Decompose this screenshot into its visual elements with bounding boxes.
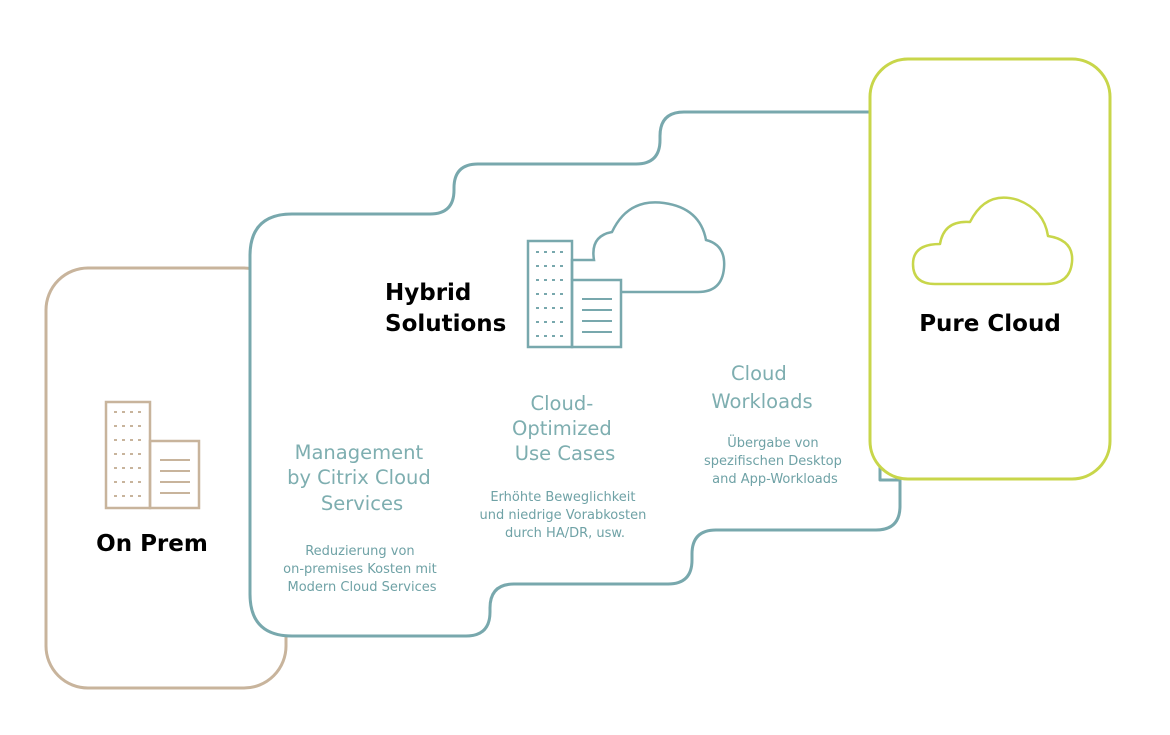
column-1-title-line: by Citrix Cloud bbox=[287, 466, 431, 489]
column-2-title: Cloud- Optimized Use Cases bbox=[512, 392, 618, 465]
column-3-desc-line: and App-Workloads bbox=[712, 472, 838, 487]
column-1-desc-line: Modern Cloud Services bbox=[288, 580, 437, 595]
column-1-description: Reduzierung von on-premises Kosten mit M… bbox=[283, 544, 441, 595]
column-1-title: Management by Citrix Cloud Services bbox=[287, 441, 437, 515]
column-3-description: Übergabe von spezifischen Desktop and Ap… bbox=[704, 434, 846, 487]
column-1-desc-line: Reduzierung von bbox=[305, 544, 414, 559]
column-3-desc-line: spezifischen Desktop bbox=[704, 454, 842, 469]
column-2-desc-line: und niedrige Vorabkosten bbox=[480, 508, 647, 523]
pure-cloud-title: Pure Cloud bbox=[919, 311, 1061, 337]
column-2-title-line: Use Cases bbox=[515, 442, 616, 465]
column-3-desc-line: Übergabe von bbox=[727, 434, 818, 451]
hybrid-title-line: Hybrid bbox=[385, 280, 471, 306]
column-2-title-line: Optimized bbox=[512, 417, 612, 440]
column-3-title-line: Workloads bbox=[711, 390, 812, 413]
hybrid-solutions-panel bbox=[248, 110, 902, 638]
column-2-title-line: Cloud- bbox=[531, 392, 594, 415]
column-3-title: Cloud Workloads bbox=[711, 362, 812, 413]
building-with-cloud-icon bbox=[526, 201, 726, 349]
hybrid-title-line: Solutions bbox=[385, 311, 506, 337]
column-1-title-line: Management bbox=[295, 441, 424, 464]
on-prem-title: On Prem bbox=[96, 531, 208, 557]
column-2-description: Erhöhte Beweglichkeit und niedrige Vorab… bbox=[480, 490, 651, 541]
hybrid-title: Hybrid Solutions bbox=[385, 280, 506, 337]
column-1-desc-line: on-premises Kosten mit bbox=[283, 562, 437, 577]
column-2-desc-line: durch HA/DR, usw. bbox=[505, 526, 625, 541]
cloud-icon bbox=[911, 196, 1074, 286]
column-3-title-line: Cloud bbox=[731, 362, 787, 385]
building-icon bbox=[104, 400, 201, 510]
column-1-title-line: Services bbox=[321, 492, 403, 515]
column-2-desc-line: Erhöhte Beweglichkeit bbox=[490, 490, 635, 505]
pure-cloud-panel bbox=[868, 57, 1112, 481]
